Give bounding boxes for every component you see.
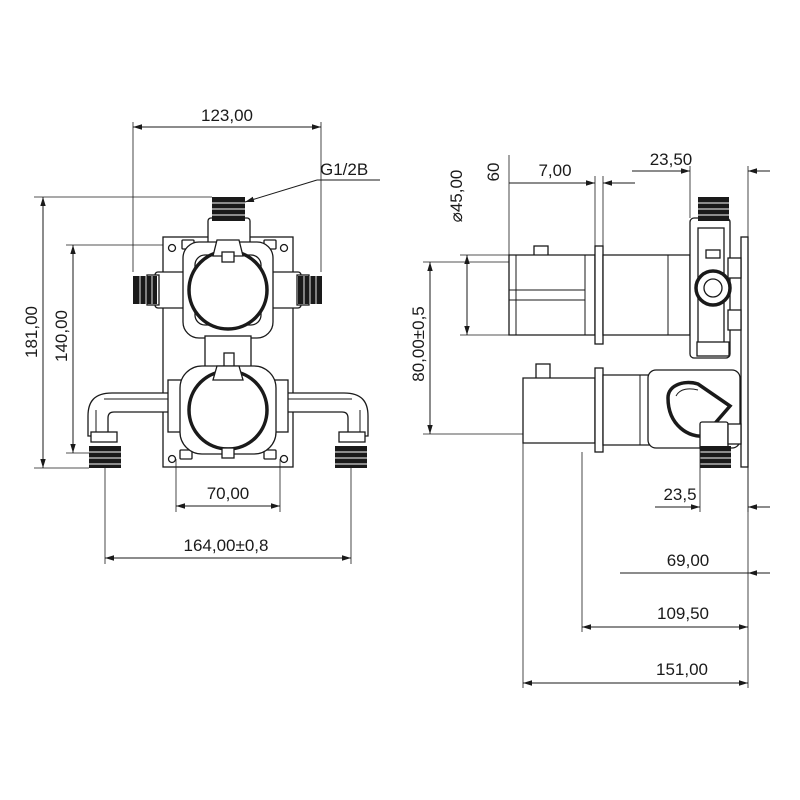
dim-center-distance: 80,00±0,5 [409, 261, 523, 435]
upper-valve-housing [182, 239, 274, 339]
thread-label: G1/2B [320, 160, 368, 179]
upper-body [689, 217, 742, 359]
thread-bottom-right [335, 446, 367, 468]
side-thread-bottom [700, 446, 731, 468]
dim-label-164: 164,00±0,8 [184, 536, 269, 555]
dim-height-inner: 140,00 [52, 244, 163, 454]
front-view: 123,00 G1/2B 181,00 140,00 70,00 [22, 106, 380, 564]
dim-label-140: 140,00 [52, 310, 71, 362]
thread-bottom-left [89, 446, 121, 468]
upper-cartridge [508, 245, 691, 345]
side-view: ⌀45,00 60 7,00 23,50 [409, 150, 770, 688]
thread-top [212, 197, 245, 221]
dim-depth-69: 69,00 [620, 467, 770, 578]
dim-label-181: 181,00 [22, 306, 41, 358]
dim-label-60: 60 [484, 163, 503, 182]
dim-label-23-50: 23,50 [650, 150, 693, 169]
side-wall-plate [740, 236, 749, 468]
side-thread-top [698, 197, 729, 221]
lower-body [647, 369, 742, 451]
dim-label-123: 123,00 [201, 106, 253, 125]
dim-label-70: 70,00 [207, 484, 250, 503]
dim-width-total: 164,00±0,8 [104, 468, 352, 564]
lower-valve-housing [167, 365, 289, 459]
dim-label-109: 109,50 [657, 604, 709, 623]
lower-cartridge [522, 363, 651, 453]
dim-label-7: 7,00 [538, 161, 571, 180]
thread-callout: G1/2B [244, 160, 380, 203]
dim-height-total: 181,00 [22, 196, 212, 469]
dim-offset-23-50: 23,50 [632, 150, 770, 237]
dim-depth-109: 109,50 [581, 452, 749, 632]
dim-label-151: 151,00 [656, 660, 708, 679]
dim-label-45: ⌀45,00 [447, 170, 466, 223]
dim-label-23-5: 23,5 [663, 485, 696, 504]
thread-right [298, 276, 322, 304]
dim-spacing-bottom: 70,00 [175, 459, 281, 512]
dim-label-69: 69,00 [667, 551, 710, 570]
dim-depth-151: 151,00 [522, 443, 749, 688]
dim-label-80: 80,00±0,5 [409, 306, 428, 382]
thread-left [133, 276, 157, 304]
dim-offset-7: 7,00 [525, 161, 635, 246]
dim-diameter: ⌀45,00 [447, 170, 509, 336]
